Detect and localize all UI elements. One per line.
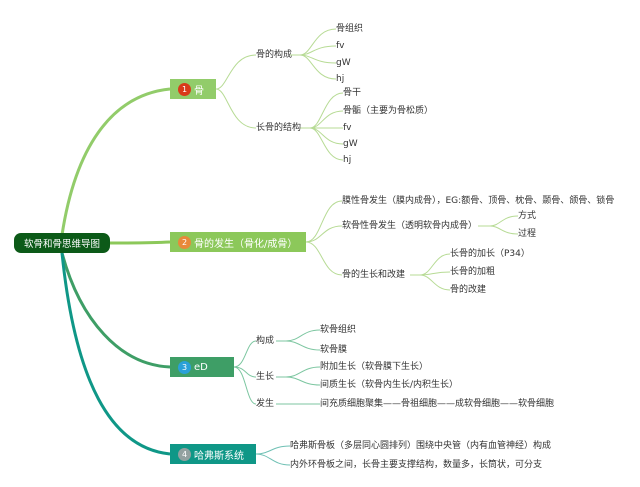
leaf-structure-gw: gW (343, 139, 358, 149)
branch-1-connectors (215, 28, 344, 161)
leaf-appositional-growth: 附加生长（软骨膜下生长） (320, 362, 429, 372)
branch-3-connectors (233, 329, 321, 405)
leaf-diaphysis: 骨干 (343, 88, 362, 98)
root-connector-4 (60, 252, 171, 456)
leaf-structure-hj: hj (343, 155, 352, 165)
branch-4-title: 哈弗斯系统 (194, 450, 244, 462)
root-connector-2 (109, 240, 171, 245)
leaf-method: 方式 (518, 211, 537, 221)
subtopic-intramembranous: 膜性骨发生（膜内成骨），EG:额骨、顶骨、枕骨、颞骨、颌骨、锁骨 (342, 196, 615, 206)
number-1-icon: 1 (178, 82, 191, 96)
leaf-development-sequence: 间充质细胞聚集——骨祖细胞——成软骨细胞——软骨细胞 (320, 399, 555, 409)
number-2-icon: 2 (178, 235, 191, 249)
leaf-composition-hj: hj (336, 74, 345, 84)
subtopic-cartilage-composition: 构成 (256, 336, 275, 346)
leaf-bone-tissue: 骨组织 (336, 24, 364, 34)
number-4-icon: 4 (178, 447, 191, 461)
branch-3-title: eD (194, 361, 208, 373)
root-connector-3 (60, 252, 171, 369)
leaf-remodeling: 骨的改建 (450, 285, 487, 295)
leaf-epiphysis: 骨骺（主要为骨松质） (343, 106, 434, 116)
branch-2-title: 骨的发生（骨化/成骨） (194, 238, 298, 250)
subtopic-cartilage-growth: 生长 (256, 372, 275, 382)
branch-1-node[interactable]: 1 骨 (170, 79, 216, 99)
root-label: 软骨和骨思维导图 (23, 239, 100, 250)
subtopic-long-bone-structure: 长骨的结构 (256, 123, 302, 133)
number-3-icon: 3 (178, 360, 191, 374)
branch-1-title: 骨 (194, 85, 204, 97)
subtopic-cartilage-development: 发生 (256, 399, 275, 409)
leaf-perichondrium: 软骨膜 (320, 345, 348, 355)
leaf-composition-fv: fv (336, 41, 345, 51)
leaf-haversian-lamellae: 哈弗斯骨板（多层同心圆排列）围绕中央管（内有血管神经）构成 (290, 441, 552, 451)
branch-3-node[interactable]: 3 eD (170, 357, 234, 377)
leaf-structure-fv: fv (343, 123, 352, 133)
leaf-interstitial-growth: 间质生长（软骨内生长/内积生长） (320, 380, 459, 390)
root-connector-1 (60, 87, 171, 236)
branch-2-node[interactable]: 2 骨的发生（骨化/成骨） (170, 232, 306, 252)
branch-4-connectors (255, 445, 291, 466)
leaf-thickening: 长骨的加粗 (450, 267, 496, 277)
leaf-process: 过程 (518, 229, 537, 239)
branch-2-connectors (305, 200, 519, 291)
branch-4-node[interactable]: 4 哈弗斯系统 (170, 444, 256, 464)
root-node[interactable]: 软骨和骨思维导图 (14, 233, 110, 253)
subtopic-bone-composition: 骨的构成 (256, 50, 293, 60)
leaf-circumferential-lamellae: 内外环骨板之间，长骨主要支撑结构，数量多，长筒状，可分支 (290, 460, 543, 470)
leaf-composition-gw: gW (336, 58, 351, 68)
subtopic-endochondral: 软骨性骨发生（透明软骨内成骨） (342, 221, 478, 231)
leaf-lengthening: 长骨的加长（P34） (450, 249, 530, 259)
subtopic-growth-remodeling: 骨的生长和改建 (342, 270, 406, 280)
leaf-cartilage-tissue: 软骨组织 (320, 325, 357, 335)
